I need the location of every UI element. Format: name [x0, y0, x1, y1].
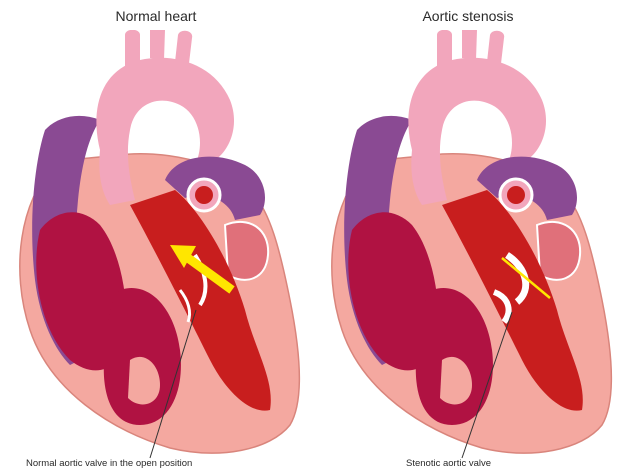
stenosis-heart-title: Aortic stenosis [312, 8, 624, 24]
stenosis-heart-illustration [312, 30, 624, 460]
left-atrium [225, 222, 268, 280]
aorta-branch-2 [462, 30, 477, 60]
aorta-branch-2 [150, 30, 165, 60]
normal-heart-panel: Normal heart Normal aortic valve in the … [0, 0, 312, 474]
stenosis-heart-panel: Aortic stenosis Stenotic aortic valve [312, 0, 624, 474]
normal-heart-title: Normal heart [0, 8, 312, 24]
aorta-branch-1 [437, 30, 452, 68]
normal-heart-illustration [0, 30, 312, 460]
normal-valve-caption: Normal aortic valve in the open position [26, 458, 192, 469]
aorta-branch-1 [125, 30, 140, 68]
stenotic-valve-caption: Stenotic aortic valve [406, 458, 491, 469]
left-atrium [537, 222, 580, 280]
